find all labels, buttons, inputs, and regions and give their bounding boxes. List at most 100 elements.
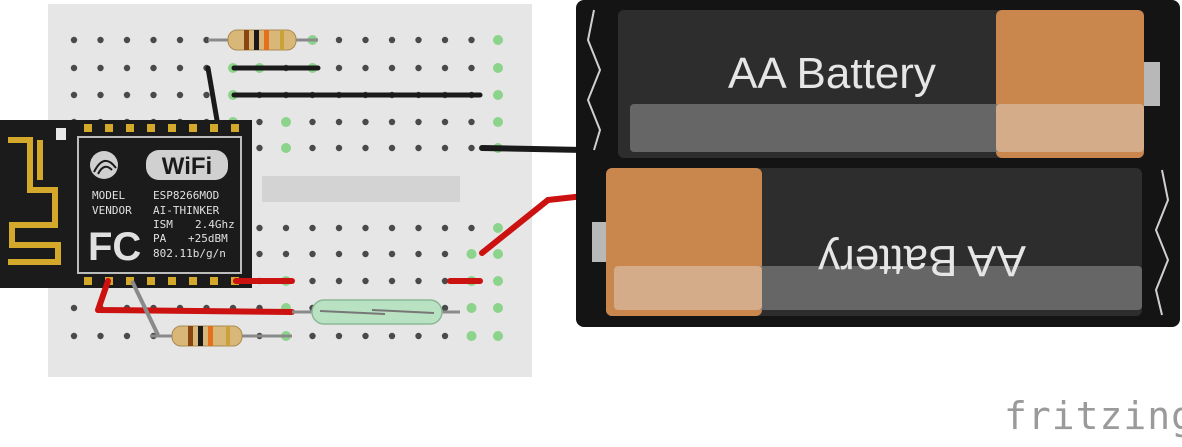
breadboard-hole <box>335 144 343 152</box>
module-pin <box>105 124 113 132</box>
battery-bottom: AA Battery <box>592 168 1142 316</box>
module-pin <box>210 277 218 285</box>
breadboard-hole <box>123 332 131 340</box>
breadboard-hole <box>466 331 477 341</box>
breadboard-center-channel <box>262 176 460 202</box>
resistor-icon <box>171 325 243 347</box>
breadboard-hole <box>362 250 369 258</box>
breadboard-hole <box>493 303 503 313</box>
breadboard-hole <box>362 118 369 126</box>
breadboard-hole <box>388 250 396 258</box>
pa-value: +25dBM <box>188 232 228 245</box>
module-pin <box>210 124 218 132</box>
breadboard-hole <box>335 36 343 44</box>
breadboard-hole <box>282 250 290 258</box>
breadboard-hole <box>362 332 369 340</box>
breadboard-hole <box>493 63 503 73</box>
breadboard-hole <box>123 64 131 72</box>
breadboard-hole <box>335 224 343 232</box>
reed-switch-icon <box>311 299 443 325</box>
status-led <box>56 128 66 140</box>
breadboard-hole <box>309 118 316 126</box>
breadboard-hole <box>388 118 396 126</box>
breadboard-hole <box>335 250 343 258</box>
model-value: ESP8266MOD <box>153 189 219 202</box>
breadboard-hole <box>493 117 503 127</box>
battery-holder: AA Battery AA Battery <box>576 0 1180 327</box>
breadboard-hole <box>150 91 157 99</box>
breadboard-hole <box>256 250 263 258</box>
breadboard-hole <box>70 91 78 99</box>
module-pin <box>84 277 92 285</box>
breadboard-hole <box>281 143 291 153</box>
breadboard-hole <box>388 64 396 72</box>
breadboard-hole <box>415 36 422 44</box>
breadboard-hole <box>441 277 449 285</box>
spring-left <box>586 9 602 151</box>
breadboard-hole <box>309 277 316 285</box>
breadboard-hole <box>203 91 210 99</box>
model-label: MODEL <box>92 189 125 202</box>
breadboard-hole <box>362 277 369 285</box>
resistor-bottom <box>150 325 292 347</box>
breadboard-hole <box>362 64 369 72</box>
breadboard-hole <box>415 118 422 126</box>
breadboard-hole <box>97 64 104 72</box>
breadboard-hole <box>362 224 369 232</box>
module-pin <box>168 124 176 132</box>
breadboard-hole <box>415 144 422 152</box>
wire-black-to-battery <box>479 145 587 153</box>
protocol-text: 802.11b/g/n <box>153 247 226 260</box>
breadboard-hole <box>388 224 396 232</box>
vendor-value: AI-THINKER <box>153 204 220 217</box>
esp8266-module: WiFi MODEL VENDOR ESP8266MOD AI-THINKER … <box>0 120 252 288</box>
module-pin <box>189 124 197 132</box>
breadboard-hole <box>493 90 503 100</box>
fritzing-credit: fritzing <box>1004 394 1182 438</box>
battery-label-bottom: AA Battery <box>818 236 1026 285</box>
breadboard-hole <box>493 223 503 233</box>
breadboard-hole <box>335 118 343 126</box>
breadboard-hole <box>309 224 316 232</box>
ism-value: 2.4Ghz <box>195 218 235 231</box>
breadboard-hole <box>441 144 449 152</box>
wire-group-bottom <box>95 278 483 336</box>
breadboard-hole <box>362 144 369 152</box>
breadboard-hole <box>97 36 104 44</box>
reed-switch <box>292 299 460 325</box>
breadboard-hole <box>415 332 422 340</box>
breadboard-hole <box>362 36 369 44</box>
module-pin <box>147 124 155 132</box>
breadboard-hole <box>415 250 422 258</box>
breadboard-hole <box>123 91 131 99</box>
breadboard-hole <box>441 224 449 232</box>
breadboard-hole <box>150 64 157 72</box>
module-pin <box>189 277 197 285</box>
breadboard-hole <box>70 36 78 44</box>
breadboard-hole <box>282 224 290 232</box>
module-pin <box>231 124 239 132</box>
module-pin <box>84 124 92 132</box>
breadboard-hole <box>150 36 157 44</box>
breadboard-hole <box>468 64 475 72</box>
breadboard-hole <box>70 64 78 72</box>
resistor-icon <box>227 29 297 51</box>
breadboard-hole <box>468 36 475 44</box>
breadboard-hole <box>468 144 475 152</box>
breadboard-hole <box>493 331 503 341</box>
breadboard-hole <box>123 36 131 44</box>
breadboard-hole <box>176 91 184 99</box>
breadboard-hole <box>309 144 316 152</box>
breadboard-hole <box>441 304 449 312</box>
module-pin <box>147 277 155 285</box>
breadboard-hole <box>415 224 422 232</box>
breadboard-hole <box>70 304 78 312</box>
breadboard-hole <box>468 118 475 126</box>
breadboard-hole <box>309 250 316 258</box>
breadboard-hole <box>256 118 263 126</box>
module-pins-top <box>84 124 239 132</box>
jumper-wire-red-3 <box>95 278 295 315</box>
breadboard-hole <box>468 224 475 232</box>
wifi-logo-badge <box>146 150 228 180</box>
